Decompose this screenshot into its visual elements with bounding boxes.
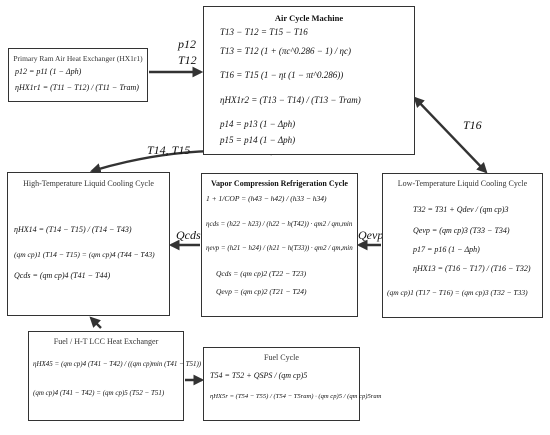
acm-eq-5: p14 = p13 (1 − Δph) — [220, 119, 296, 129]
acm-eq-6: p15 = p14 (1 − Δph) — [220, 135, 296, 145]
low-temp-eq-2: Qevp = (qm cp)3 (T33 − T34) — [413, 226, 510, 235]
high-temp-box: High-Temperature Liquid Cooling Cycle ηH… — [7, 172, 170, 316]
arrow-fuel-to-hightemp — [89, 316, 102, 329]
low-temp-eq-4: ηHX13 = (T16 − T17) / (T16 − T32) — [413, 264, 531, 273]
high-temp-eq-3: Qcds = (qm cp)4 (T41 − T44) — [14, 271, 111, 280]
primary-ram-title: Primary Ram Air Heat Exchanger (HX1r1) — [13, 54, 143, 63]
arrow-acm-lowtemp — [413, 96, 488, 174]
acm-eq-3: T16 = T15 (1 − ηt (1 − πt^0.286)) — [220, 70, 344, 80]
vcrc-eq-4: Qcds = (qm cp)2 (T22 − T23) — [216, 269, 307, 278]
low-temp-eq-1: T32 = T31 + Qdev / (qm cp)3 — [413, 205, 509, 214]
label-t14-t15: T14, T15 — [147, 143, 191, 157]
fuel-ht-title: Fuel / H-T LCC Heat Exchanger — [53, 337, 159, 346]
vcrc-eq-2: ηcds = (h22 − h23) / (h22 − h(T42)) · qm… — [206, 220, 353, 228]
primary-ram-eq-2: ηHX1r1 = (T11 − T12) / (T11 − Tram) — [15, 83, 139, 92]
vapor-compression-box: Vapor Compression Refrigeration Cycle 1 … — [201, 173, 358, 317]
low-temp-title: Low-Temperature Liquid Cooling Cycle — [397, 179, 528, 188]
fuel-ht-box: Fuel / H-T LCC Heat Exchanger ηHX45 = (q… — [28, 331, 201, 421]
primary-ram-box: Primary Ram Air Heat Exchanger (HX1r1) p… — [8, 48, 148, 102]
high-temp-title: High-Temperature Liquid Cooling Cycle — [23, 179, 154, 188]
low-temp-eq-3: p17 = p16 (1 − Δph) — [413, 245, 480, 254]
high-temp-eq-1: ηHX14 = (T14 − T15) / (T14 − T43) — [14, 225, 132, 234]
fuel-cycle-box: Fuel Cycle T54 = T52 + QSPS / (qm cp)5 η… — [203, 347, 381, 421]
air-cycle-machine-title: Air Cycle Machine — [274, 13, 344, 23]
label-p12: p12 — [178, 37, 196, 51]
label-t16: T16 — [463, 118, 482, 132]
fuel-cycle-eq-1: T54 = T52 + QSPS / (qm cp)5 — [210, 371, 308, 380]
label-t12: T12 — [178, 53, 197, 67]
high-temp-eq-2: (qm cp)1 (T14 − T15) = (qm cp)4 (T44 − T… — [14, 250, 155, 259]
vcrc-eq-3: ηevp = (h21 − h24) / (h21 − h(T33)) · qm… — [206, 244, 353, 252]
air-cycle-machine-box: Air Cycle Machine T13 − T12 = T15 − T16 … — [203, 6, 415, 155]
fuel-ht-eq-1: ηHX45 = (qm cp)4 (T41 − T42) / ((qm cp)m… — [33, 360, 202, 368]
fuel-ht-eq-2: (qm cp)4 (T41 − T42) = (qm cp)5 (T52 − T… — [33, 389, 165, 397]
fuel-cycle-title: Fuel Cycle — [264, 353, 299, 362]
label-qevp: Qevp — [358, 228, 384, 242]
acm-eq-4: ηHX1r2 = (T13 − T14) / (T13 − Tram) — [220, 95, 361, 105]
acm-eq-1: T13 − T12 = T15 − T16 — [220, 27, 308, 37]
low-temp-box: Low-Temperature Liquid Cooling Cycle T32… — [382, 173, 543, 318]
label-qcds: Qcds — [176, 228, 201, 242]
acm-eq-2: T13 = T12 (1 + (πc^0.286 − 1) / ηc) — [220, 46, 351, 56]
primary-ram-eq-1: p12 = p11 (1 − Δph) — [15, 67, 82, 76]
vapor-compression-title: Vapor Compression Refrigeration Cycle — [211, 179, 348, 188]
low-temp-eq-5: (qm cp)1 (T17 − T16) = (qm cp)3 (T32 − T… — [387, 288, 528, 297]
fuel-cycle-eq-2: ηHX5r = (T54 − T55) / (T54 − T5ram) · (q… — [210, 393, 382, 400]
vcrc-eq-1: 1 + 1/COP = (h43 − h42) / (h33 − h34) — [206, 194, 327, 203]
vcrc-eq-5: Qevp = (qm cp)2 (T21 − T24) — [216, 287, 307, 296]
